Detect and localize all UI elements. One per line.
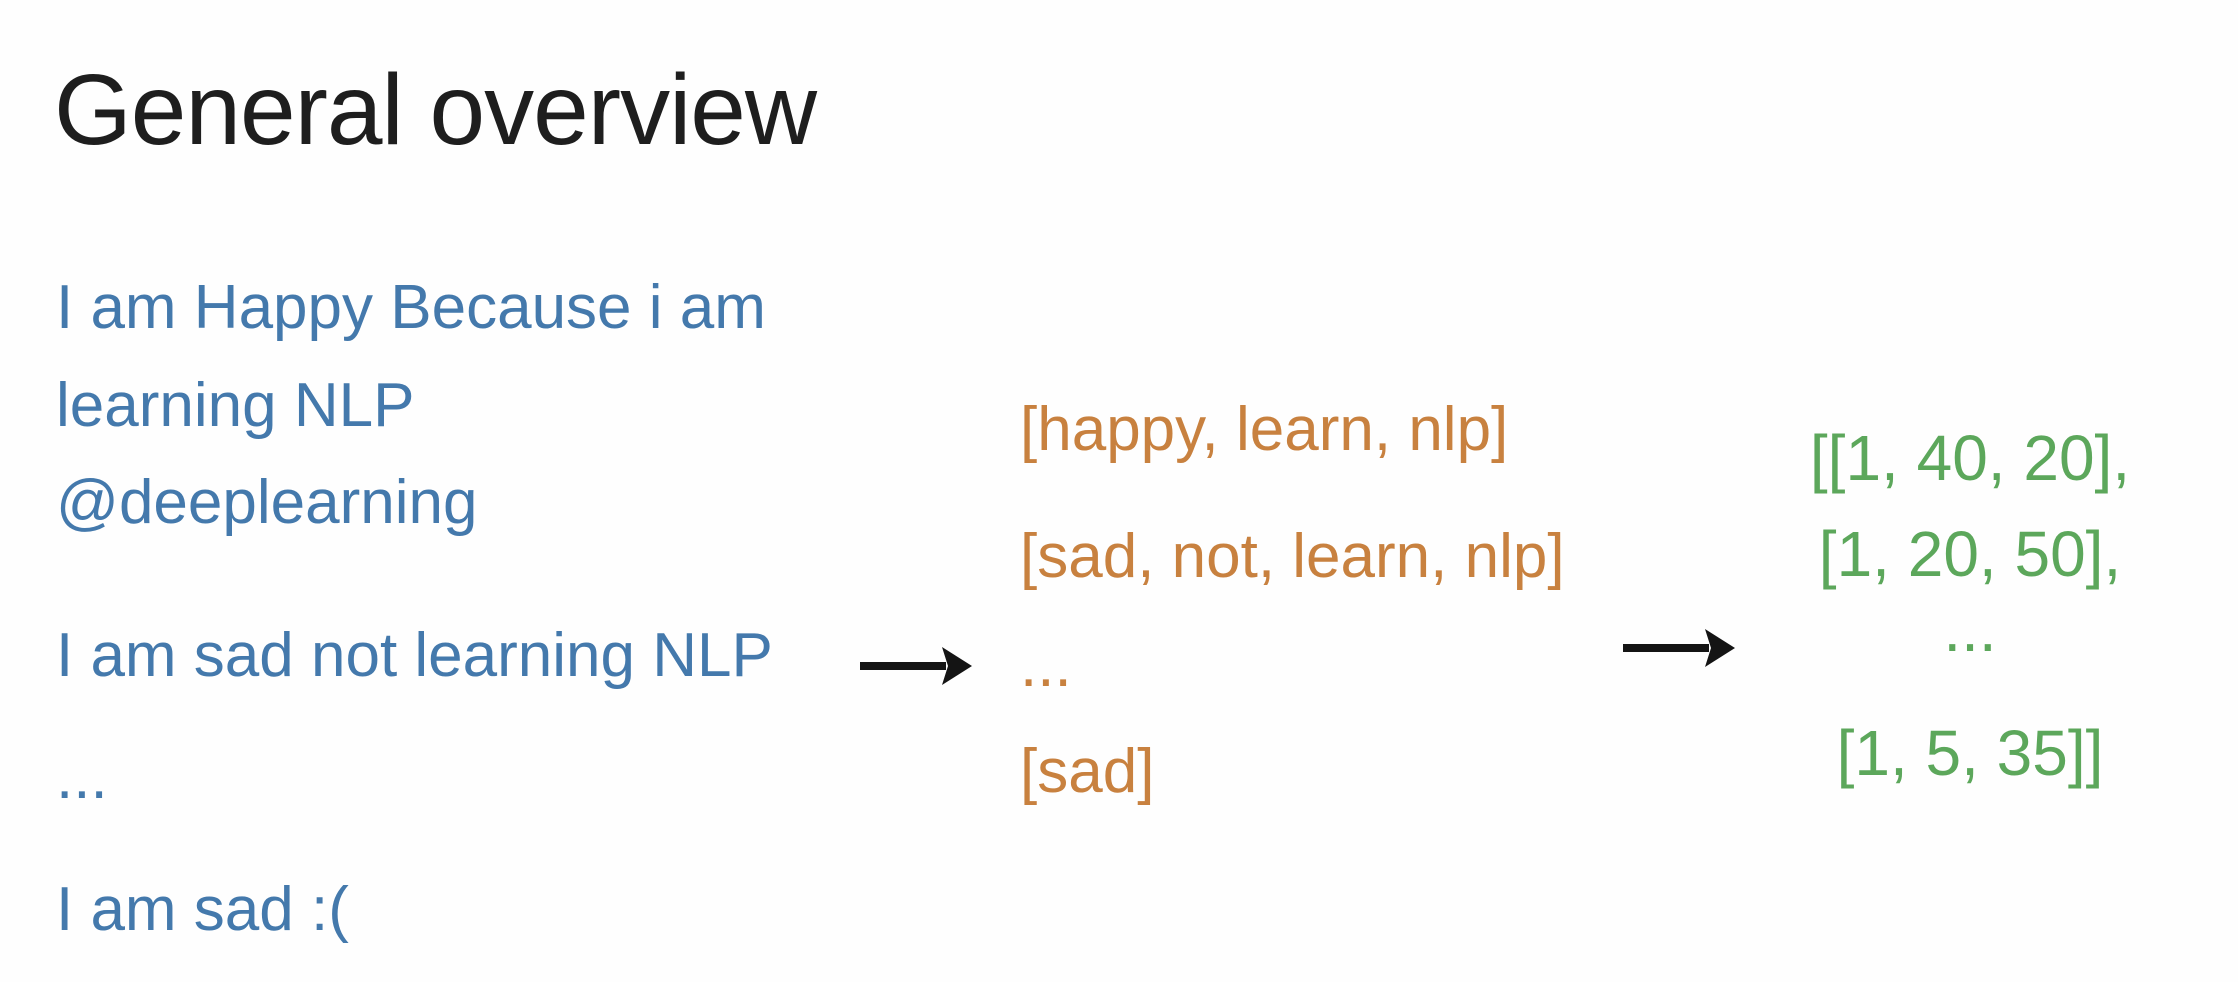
- tweet-text-line-2: learning NLP: [56, 371, 415, 440]
- vector-ellipsis: ...: [1943, 593, 1997, 665]
- tweet-text-line-1: I am Happy Because i am: [56, 273, 766, 342]
- tweet-text-line-5: I am sad :(: [56, 875, 349, 944]
- arrow-right-icon: [856, 638, 974, 694]
- tweet-text-line-4: I am sad not learning NLP: [56, 621, 773, 690]
- vector-matrix-line-3: [1, 5, 35]]: [1836, 717, 2104, 789]
- token-ellipsis: ...: [1020, 631, 1072, 700]
- token-list-line-2: [sad, not, learn, nlp]: [1020, 522, 1565, 591]
- token-list-line-1: [happy, learn, nlp]: [1020, 395, 1509, 464]
- token-list-line-3: [sad]: [1020, 737, 1155, 806]
- vector-matrix-line-2: [1, 20, 50],: [1818, 518, 2122, 590]
- vector-matrix-line-1: [[1, 40, 20],: [1809, 422, 2131, 494]
- arrow-right-icon: [1619, 620, 1737, 676]
- slide-title: General overview: [54, 54, 817, 166]
- tweet-ellipsis: ...: [56, 743, 108, 812]
- tweet-text-line-3: @deeplearning: [56, 468, 478, 537]
